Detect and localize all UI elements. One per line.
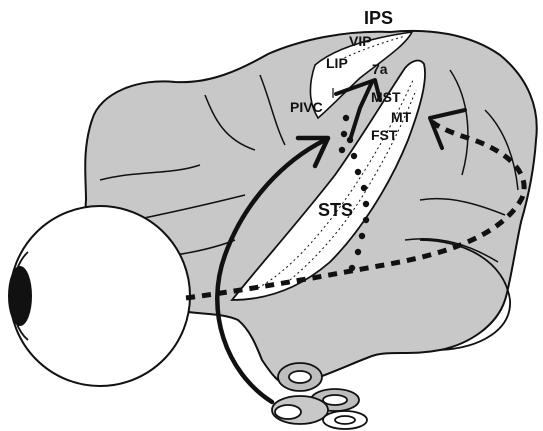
vestibular-organ (272, 363, 367, 429)
eye (8, 206, 190, 386)
eyeball (10, 206, 190, 386)
label-fst: FST (371, 127, 398, 143)
label-mst: MST (371, 89, 401, 105)
label-sts: STS (318, 200, 353, 220)
pupil (8, 266, 32, 326)
label-pivc: PIVC (290, 99, 323, 115)
label-ips: IPS (364, 8, 393, 28)
label-7a: 7a (372, 61, 388, 77)
label-lip: LIP (326, 55, 348, 71)
label-mt: MT (391, 109, 412, 125)
label-vip: VIP (349, 33, 372, 49)
